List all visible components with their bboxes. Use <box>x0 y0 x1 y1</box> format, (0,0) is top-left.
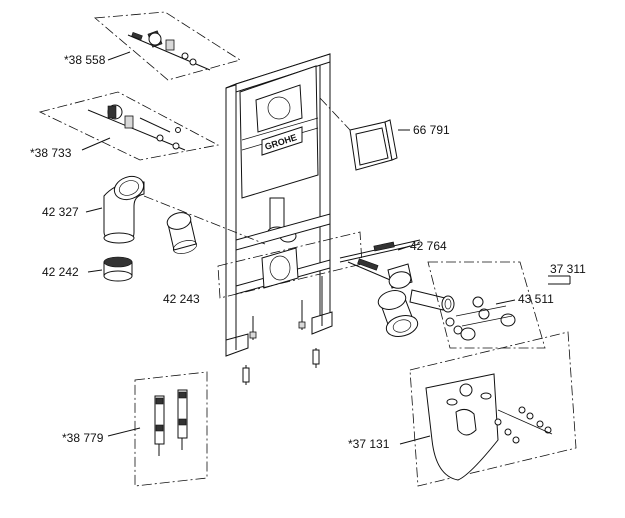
grohe-logo-plate <box>261 126 303 156</box>
kit-38779-brackets <box>154 389 188 456</box>
drain-connector-plate <box>261 247 299 289</box>
kit-38558-parts <box>127 30 211 71</box>
callout-37131: *37 131 <box>348 437 390 451</box>
leader-42242 <box>87 269 103 273</box>
part-37311-outline: 37 311 <box>427 261 586 349</box>
leader-38733 <box>81 137 111 151</box>
callout-38779: *38 779 <box>62 431 104 445</box>
part-drain-sleeve <box>377 290 419 338</box>
part-66791-box: 66 791 <box>319 97 450 171</box>
leader-42764 <box>397 245 411 251</box>
installation-frame: GROHE <box>225 53 333 357</box>
part-42242-cap: 42 242 <box>42 256 133 282</box>
leader-43511 <box>495 299 516 305</box>
kit-38733-parts <box>87 104 186 151</box>
kit-38558-panel: *38 558 <box>64 11 241 81</box>
floor-anchors <box>242 300 320 385</box>
foot-left <box>225 333 249 357</box>
callout-38558: *38 558 <box>64 53 106 67</box>
kit-37131-panel: *37 131 <box>348 331 577 487</box>
leader-42327 <box>85 207 103 213</box>
soundproof-pad <box>425 373 499 481</box>
callout-42764: 42 764 <box>410 239 447 253</box>
part-42243-outline: 42 243 <box>163 231 363 306</box>
leader-37131 <box>399 435 431 445</box>
part-discharge-pipe <box>409 289 455 313</box>
callout-66791: 66 791 <box>413 123 450 137</box>
part-43511-fixings: 43 511 <box>445 292 554 341</box>
kit-38779-panel: *38 779 <box>62 371 208 487</box>
leader-38558 <box>107 51 131 61</box>
callout-42242: 42 242 <box>42 265 79 279</box>
pad-fixings <box>494 406 553 444</box>
callout-43511: 43 511 <box>518 292 554 306</box>
part-42764-set: 42 764 <box>339 239 447 289</box>
kit-38733-panel: *38 733 <box>30 91 220 161</box>
callout-42327: 42 327 <box>42 205 79 219</box>
callout-37311: 37 311 <box>550 262 586 276</box>
leader-38779 <box>107 427 141 437</box>
callout-38733: *38 733 <box>30 146 72 160</box>
part-connector-sleeve <box>166 212 198 254</box>
callout-42243: 42 243 <box>163 292 200 306</box>
part-42327-bend: 42 327 <box>42 175 266 245</box>
